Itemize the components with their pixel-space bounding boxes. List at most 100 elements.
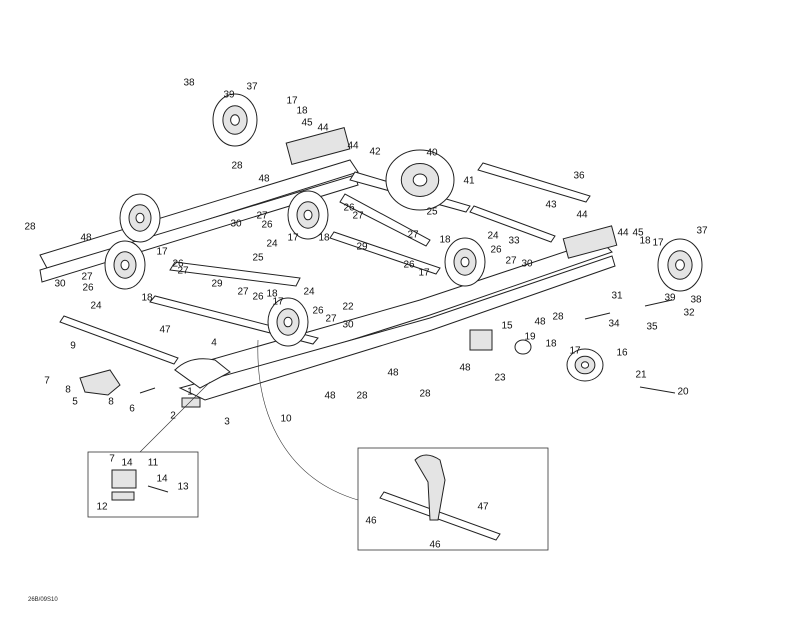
callout-number: 27	[505, 256, 517, 267]
callout-number: 37	[246, 82, 258, 93]
callout-number: 27	[407, 230, 419, 241]
callout-number: 19	[524, 332, 536, 343]
callout-number: 48	[80, 233, 92, 244]
callout-number: 44	[617, 228, 629, 239]
callout-number: 36	[573, 171, 585, 182]
wheel	[566, 348, 604, 382]
callout-number: 2	[170, 411, 176, 422]
callout-number: 45	[301, 118, 313, 129]
callout-number: 17	[652, 238, 664, 249]
callout-number: 5	[72, 397, 78, 408]
callout-number: 18	[296, 106, 308, 117]
callout-number: 1	[187, 387, 193, 398]
callout-number: 4	[211, 338, 217, 349]
right-rail	[173, 239, 616, 401]
callout-number: 23	[494, 373, 506, 384]
wheels	[104, 93, 703, 382]
callout-number: 28	[24, 222, 36, 233]
callout-number: 26	[172, 259, 184, 270]
callout-number: 33	[508, 236, 520, 247]
callout-number: 47	[159, 325, 171, 336]
callout-number: 17	[272, 297, 284, 308]
callout-number: 48	[387, 368, 399, 379]
callout-number: 18	[318, 233, 330, 244]
callout-number: 37	[696, 226, 708, 237]
diagram-code: 26B/09S10	[28, 597, 58, 603]
callout-number: 24	[487, 231, 499, 242]
inset-left-parts	[111, 469, 169, 501]
callout-number: 46	[365, 516, 377, 527]
callout-number: 29	[211, 279, 223, 290]
callout-number: 17	[286, 96, 298, 107]
callout-number: 48	[534, 317, 546, 328]
callout-number: 40	[426, 148, 438, 159]
callout-number: 48	[258, 174, 270, 185]
wheel	[385, 149, 455, 211]
callout-number: 44	[576, 210, 588, 221]
wheel	[287, 190, 329, 240]
callout-number: 18	[266, 289, 278, 300]
callout-number: 30	[521, 259, 533, 270]
callout-number: 27	[256, 211, 268, 222]
callout-number: 29	[356, 242, 368, 253]
callout-number: 30	[230, 219, 242, 230]
callout-number: 18	[639, 236, 651, 247]
callout-number: 28	[356, 391, 368, 402]
callout-number: 25	[252, 253, 264, 264]
callout-number: 41	[463, 176, 475, 187]
callout-number: 38	[183, 78, 195, 89]
callout-number: 12	[96, 502, 108, 513]
callout-number: 28	[231, 161, 243, 172]
callout-number: 43	[545, 200, 557, 211]
callout-number: 44	[317, 123, 329, 134]
callout-number: 24	[90, 301, 102, 312]
callout-number: 35	[646, 322, 658, 333]
callout-number: 13	[177, 482, 189, 493]
callout-number: 26	[252, 292, 264, 303]
wheel	[444, 237, 486, 287]
callout-number: 26	[261, 220, 273, 231]
callout-number: 27	[237, 287, 249, 298]
callout-number: 17	[418, 268, 430, 279]
callout-number: 14	[121, 458, 133, 469]
callout-number: 7	[109, 454, 115, 465]
callout-number: 15	[501, 321, 513, 332]
callout-number: 38	[690, 295, 702, 306]
wheel	[267, 297, 309, 347]
callout-number: 28	[419, 389, 431, 400]
callout-number: 27	[177, 266, 189, 277]
callout-number: 9	[70, 341, 76, 352]
callout-number: 10	[280, 414, 292, 425]
callout-number: 46	[429, 540, 441, 551]
callout-number: 47	[477, 502, 489, 513]
inset-slider-detail	[87, 451, 199, 518]
callout-number: 21	[635, 370, 647, 381]
callout-number: 26	[343, 203, 355, 214]
callout-number: 26	[490, 245, 502, 256]
callout-number: 30	[342, 320, 354, 331]
callout-number: 45	[632, 228, 644, 239]
callout-number: 17	[569, 346, 581, 357]
callout-number: 17	[287, 233, 299, 244]
callout-number: 27	[352, 211, 364, 222]
callout-number: 28	[552, 312, 564, 323]
callout-number: 18	[439, 235, 451, 246]
slider-block	[79, 369, 121, 396]
callout-number: 7	[44, 376, 50, 387]
callout-number: 39	[223, 90, 235, 101]
callout-number: 26	[312, 306, 324, 317]
callout-number: 11	[148, 458, 159, 469]
callout-number: 22	[342, 302, 354, 313]
callout-number: 24	[303, 287, 315, 298]
callout-number: 18	[545, 339, 557, 350]
callout-number: 6	[129, 404, 135, 415]
callout-number: 18	[141, 293, 153, 304]
callout-number: 42	[369, 147, 381, 158]
callout-number: 26	[403, 260, 415, 271]
callout-number: 3	[224, 417, 230, 428]
wheel	[119, 193, 161, 243]
callout-number: 20	[677, 387, 689, 398]
